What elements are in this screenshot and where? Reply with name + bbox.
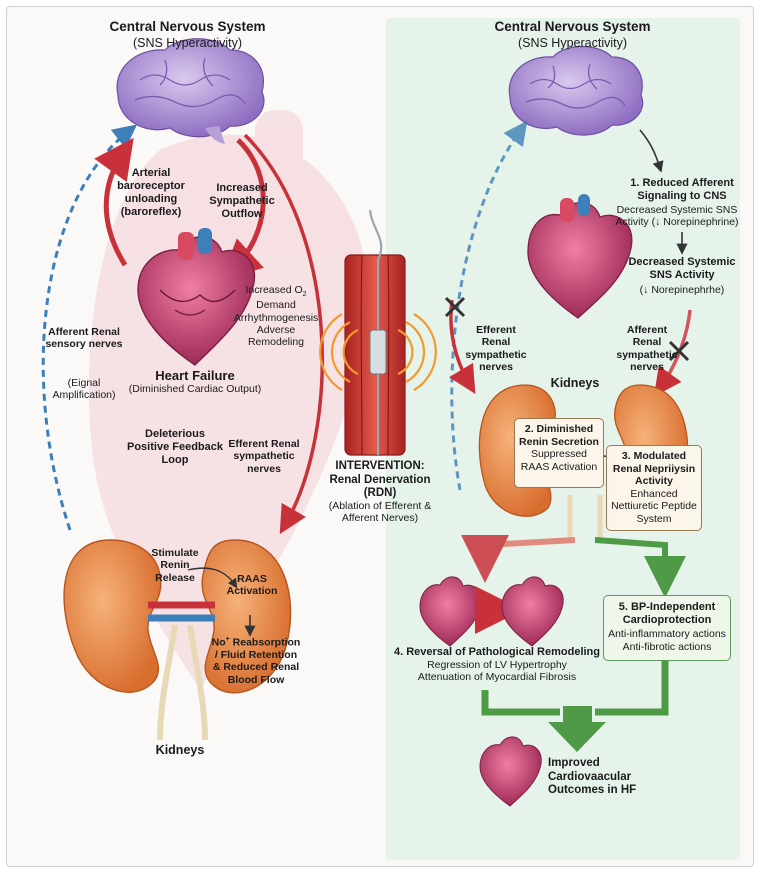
step3-box: 3. Modulated Renal Nepriiysin Activity E… <box>606 445 702 531</box>
cns-to-step1-arrow <box>640 130 660 168</box>
step2-box: 2. Diminished Renin Secretion Suppressed… <box>514 418 604 488</box>
right-kidneys-label: Kidneys <box>525 376 625 391</box>
afferent-nerves-sub: (Eignal Amplification) <box>44 377 124 402</box>
step4-title: 4. Reversal of Pathological Remodeling <box>392 646 602 659</box>
decreased-sns-text: (↓ Norepinephrhe) <box>625 284 739 296</box>
step1-title: 1. Reduced Afferent Signaling to CNS <box>622 177 742 203</box>
step5-text: Anti-inflammatory actions Anti-fibrotic … <box>608 628 726 654</box>
to-remodeling-arrow <box>485 540 575 565</box>
outcome-label: Improved Cardiovaacular Outcomes in HF <box>548 757 678 798</box>
step2-title: 2. Diminished Renin Secretion <box>519 423 599 448</box>
afferent-nerves-label: Afferent Renal sensory nerves <box>44 326 124 351</box>
right-efferent-label: Efferent Renal sympathetic nerves <box>462 324 530 374</box>
feedback-loop-label: Deleterious Positive Feedback Loop <box>125 428 225 467</box>
right-cns-subtitle: (SNS Hyperactivity) <box>480 36 665 51</box>
outcome-heart-illustration <box>480 737 541 806</box>
step4-text: Regression of LV Hypertrophy Attenuation… <box>392 659 602 684</box>
heart-failure-subtitle: (Diminished Cardiac Output) <box>100 383 290 395</box>
step2-text: Suppressed RAAS Activation <box>519 448 599 473</box>
left-kidneys-label: Kidneys <box>130 743 230 758</box>
remodeling-hearts-illustration <box>420 577 563 646</box>
efferent-nerves-label: Efferent Renal sympathetic nerves <box>228 438 300 475</box>
heart-failure-title: Heart Failure <box>135 368 255 383</box>
intervention-subtitle: (Ablation of Efferent & Afferent Nerves) <box>326 500 434 525</box>
step3-text: Enhanced Nettiuretic Peptide System <box>611 488 697 526</box>
cardiac-effects-label: Increased O2 Demand Arrhythmogenesis Adv… <box>232 284 320 349</box>
right-afferent-label: Afferent Renal sympathetic nerves <box>614 324 680 374</box>
decreased-sns-title: Decreased Systemic SNS Activity <box>625 256 739 282</box>
step5-title: 5. BP-Independent Cardioprotection <box>608 601 726 628</box>
sympathetic-outflow-label: Increased Sympathetic Outflow <box>206 182 278 221</box>
baroreceptor-label: Arterial baroreceptor unloading (baroref… <box>110 167 192 219</box>
intervention-title: INTERVENTION: Renal Denervation (RDN) <box>326 460 434 501</box>
step1-text: Decreased Systemic SNS Activity (↓ Norep… <box>612 204 742 229</box>
to-cardioprotection-arrow <box>595 540 665 580</box>
step5-box: 5. BP-Independent Cardioprotection Anti-… <box>603 595 731 661</box>
stimulate-renin-label: Stimulate Renin Release <box>145 547 205 584</box>
left-cns-subtitle: (SNS Hyperactivity) <box>95 36 280 51</box>
left-brain-illustration <box>117 39 264 144</box>
step3-title: 3. Modulated Renal Nepriiysin Activity <box>611 450 697 488</box>
raas-activation-label: RAAS Activation <box>218 573 286 598</box>
right-cns-title: Central Nervous System <box>480 19 665 35</box>
right-brain-illustration <box>509 47 642 136</box>
left-cns-title: Central Nervous System <box>95 19 280 35</box>
na-reabsorption-label: No+ Reabsorption / Fluid Retention & Red… <box>210 636 302 686</box>
